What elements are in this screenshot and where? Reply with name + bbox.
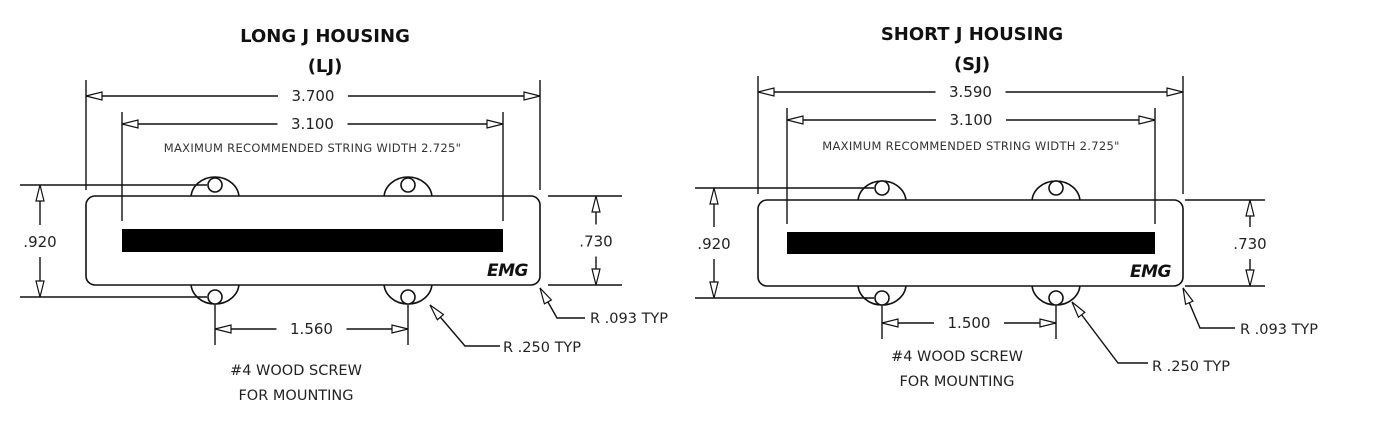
ear-height-dimension-label: .920 — [23, 233, 56, 251]
corner-radius-label: R .093 TYP — [590, 311, 668, 327]
ear-height-dimension-label: .920 — [697, 235, 730, 253]
overall-length-dimension-label: 3.700 — [292, 87, 335, 105]
screw-note-line-2: FOR MOUNTING — [238, 388, 353, 404]
drawing-title: LONG J HOUSING — [240, 26, 410, 47]
screw-hole — [207, 289, 223, 305]
ear-height-dimension-arrow-bottom — [35, 280, 45, 298]
screw-hole — [400, 177, 416, 193]
body-height-dimension-label: .730 — [579, 233, 612, 251]
emg-logo: EMG — [487, 261, 529, 281]
corner-radius-leader — [1182, 287, 1235, 329]
emg-logo: EMG — [1130, 262, 1172, 282]
screw-hole — [207, 177, 223, 193]
pole-length-dimension-arrow-right — [486, 119, 504, 129]
screw-hole — [1048, 290, 1064, 306]
overall-length-dimension-arrow-left — [85, 91, 103, 101]
body-height-dimension-arrow-bottom — [591, 268, 601, 286]
pole-piece-bar — [122, 229, 503, 252]
ear-radius-arrow — [429, 304, 445, 321]
screw-hole — [874, 290, 890, 306]
pole-length-dimension-arrow-right — [1138, 115, 1156, 125]
short-j-housing-drawing: SHORT J HOUSING (SJ) EMG 3.590 3.100MAXIMUM … — [695, 24, 1318, 390]
drawing-subtitle: (SJ) — [954, 54, 990, 75]
screw-spacing-dimension-arrow-right — [391, 324, 409, 334]
ear-height-dimension-arrow-bottom — [709, 281, 719, 299]
screw-spacing-dimension-arrow-left — [214, 324, 232, 334]
overall-length-dimension-arrow-right — [523, 91, 541, 101]
screw-spacing-dimension-label: 1.560 — [290, 320, 333, 338]
pole-length-dimension-label: 3.100 — [950, 111, 993, 129]
screw-spacing-dimension-arrow-right — [1039, 318, 1057, 328]
overall-length-dimension-arrow-left — [757, 87, 775, 97]
corner-radius-label: R .093 TYP — [1240, 322, 1318, 338]
pole-piece-bar — [787, 232, 1155, 254]
body-height-dimension-label: .730 — [1233, 235, 1266, 253]
screw-hole — [874, 180, 890, 196]
corner-radius-arrow — [1182, 287, 1194, 306]
screw-spacing-dimension-arrow-left — [881, 318, 899, 328]
screw-hole — [1048, 180, 1064, 196]
body-height-dimension-arrow-top — [1245, 199, 1255, 217]
screw-hole — [400, 289, 416, 305]
ear-height-dimension-arrow-top — [35, 184, 45, 202]
body-height-dimension-arrow-top — [591, 195, 601, 213]
string-width-note: MAXIMUM RECOMMENDED STRING WIDTH 2.725" — [822, 139, 1119, 153]
overall-length-dimension-arrow-right — [1166, 87, 1184, 97]
screw-note-line-2: FOR MOUNTING — [899, 374, 1014, 390]
screw-spacing-dimension-label: 1.500 — [948, 314, 991, 332]
ear-radius-arrow — [1071, 301, 1086, 319]
screw-note-line-1: #4 WOOD SCREW — [230, 363, 362, 379]
ear-radius-label: R .250 TYP — [503, 340, 581, 356]
body-height-dimension-arrow-bottom — [1245, 269, 1255, 287]
ear-radius-label: R .250 TYP — [1152, 359, 1230, 375]
corner-radius-arrow — [539, 287, 553, 305]
pole-length-dimension-arrow-left — [786, 115, 804, 125]
ear-height-dimension-arrow-top — [709, 187, 719, 205]
drawing-title: SHORT J HOUSING — [881, 24, 1063, 45]
ear-radius-leader — [429, 304, 500, 347]
string-width-note: MAXIMUM RECOMMENDED STRING WIDTH 2.725" — [164, 141, 461, 155]
pole-length-dimension-label: 3.100 — [291, 115, 334, 133]
ear-radius-leader — [1071, 301, 1148, 364]
drawing-subtitle: (LJ) — [308, 56, 343, 77]
pole-length-dimension-arrow-left — [121, 119, 139, 129]
overall-length-dimension-label: 3.590 — [949, 83, 992, 101]
screw-note-line-1: #4 WOOD SCREW — [891, 349, 1023, 365]
